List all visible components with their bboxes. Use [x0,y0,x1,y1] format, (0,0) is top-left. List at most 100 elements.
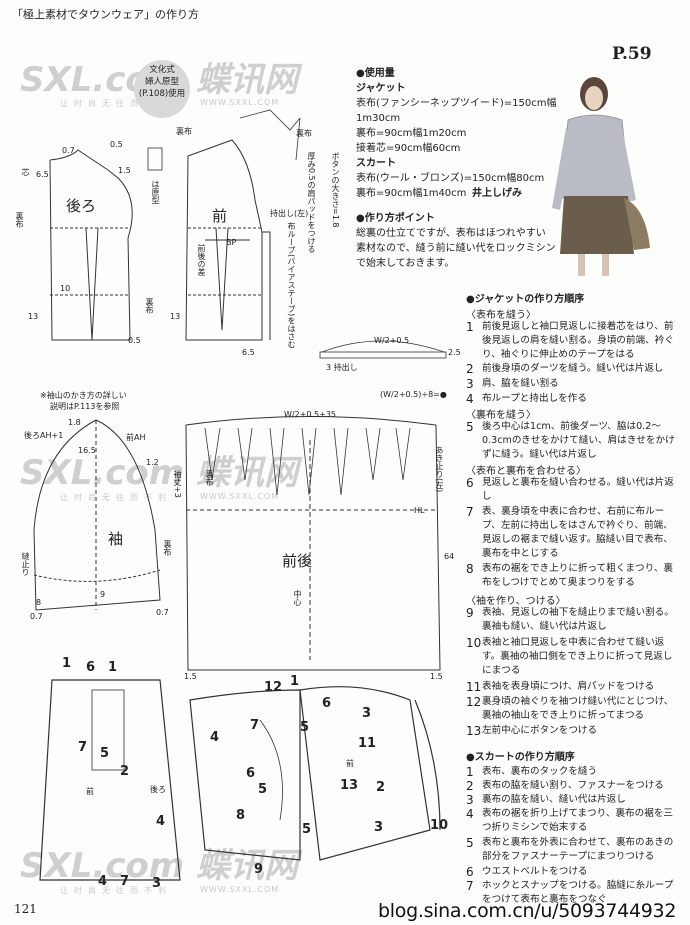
jacket-front-label: 前 [346,759,354,768]
jacket-step-4: 4 布ループと持出しを作る [466,392,680,406]
genkei-swatch [147,147,163,171]
jacket-mark-12: 12 [264,680,283,695]
skirt-outline [185,424,441,671]
sleeve-length-label: 袖丈+3 [173,470,182,498]
sleeve-piece-label: 袖 [108,530,124,548]
sode-dome-label: 縫止り [21,552,30,576]
materials-skirt-1: 表布(ウール・ブロンズ)=150cm幅80cm [356,173,545,184]
step-text: 表布の裾を折り上げてまつり、裏布の裾を三つ折りミシンで始末する [482,808,674,833]
step-text: 表、裏身頃を中表に合わせ、右前に布ループ、左前に持出しをはさんで衿ぐり、前端、見… [482,506,673,559]
jacket-mark-9: 9 [254,862,264,877]
lining-label-2: 裏布 [296,129,312,138]
jacket-mark-6a: 6 [322,696,332,711]
watermark-slogan: 让时尚无往而不利 [60,99,172,108]
step-number: 5 [466,420,474,434]
step-text: 肩、脇を縫い割る [482,378,559,389]
step-number: 7 [466,505,474,519]
folio: 121 [14,902,37,916]
bp-label: BP [226,238,237,247]
materials-line-1: 表布(ファンシーネップツイード)=150cm幅 [356,98,557,109]
genkei-label: は原型 [151,180,160,204]
step-text: 前後見返しと袖口見返しに接着芯をはり、前後見返しの肩を縫い割る。身頃の前端、衿ぐ… [482,321,674,360]
jacket-right-panel [299,686,431,861]
skirt-piece-label: 前後 [282,552,313,570]
step-text: 布ループと持出しを作る [482,393,587,404]
hl-label: HL [414,506,425,515]
step-number: 6 [466,476,474,490]
step-text: 裏布の脇を縫い、縫い代は片返し [482,794,626,805]
back-piece-label: 後ろ [66,197,97,215]
skirt-mark-7: 7 [78,740,88,755]
skirt-mark-7b: 7 [120,874,130,889]
step-number: 8 [466,562,474,576]
belt-formula-label: (W/2+0.5)÷8=● [380,390,447,399]
step-number: 2 [466,779,474,793]
skirt-back-label: 後ろ [150,785,166,794]
step-text: 表布の脇を縫い割り、ファスナーをつける [482,780,664,791]
dim-05-a: 0.5 [110,140,123,149]
points-line-3: で始末しておきます。 [356,258,455,269]
skirt-mark-4a: 4 [156,814,166,829]
step-number: 4 [466,392,474,406]
jacket-mark-10: 10 [430,818,449,833]
skirt-mark-4b: 4 [98,874,108,889]
step-number: 13 [466,724,482,738]
dim-07-c: 0.7 [156,608,169,617]
watermark-url: WWW.SXXL.COM [200,98,280,107]
jacket-mark-6b: 6 [246,766,256,781]
step-number: 1 [466,320,474,334]
dim-13-a: 13 [28,312,39,321]
step-text: 左前中心にボタンをつける [482,725,598,736]
badge-line-3: (P.108)使用 [138,89,186,99]
dim-15-c: 1.5 [430,672,443,681]
materials-line-2: 1m30cm [356,113,401,124]
step-text: 裏身頃の袖ぐりを袖つけ縫い代にとじつけ、裏袖の袖山をでき上りに折ってまつる [482,696,674,721]
watermark-logo-3: SXL.com 蝶讯网 [20,846,299,886]
skirt-order-heading: ●スカートの作り方順序 [466,752,575,763]
materials-line-4: 接着芯=90cm幅60cm [356,143,461,154]
dim-165: 16.5 [78,446,96,455]
dim-13-b: 13 [170,312,181,321]
step-number: 9 [466,606,474,620]
materials-jacket: ジャケット [356,83,406,94]
step-text: 前後身頃のダーツを縫う。縫い代は片返し [482,363,664,374]
dim-05-b: 0.5 [128,336,141,345]
jacket-step-1: 1 前後見返しと袖口見返しに接着芯をはり、前後見返しの肩を縫い割る。身頃の前端、衿… [466,320,680,362]
genkei-badge: 文化式 婦人原型 (P.108)使用 [134,60,190,118]
jacket-mark-7: 7 [250,718,260,733]
skirt-length-64: 64 [444,552,455,561]
skirt-step-2: 2 表布の脇を縫い割り、ファスナーをつける [466,779,680,793]
step-text: ホックとスナップをつける。脇縫に糸ループをつけて表布と裏布をつなぐ [482,880,674,905]
skirt-illustration [39,679,181,881]
skirt-mark-1a: 1 [62,656,72,671]
jacket-mark-5b: 5 [258,782,268,797]
blog-url: blog.sina.com.cn/u/5093744932 [378,900,677,922]
section-sleeve: 〈袖を作り、つける〉 [466,596,566,607]
materials-heading: ●使用量 [356,68,395,79]
skirt-center-label: 中心 [293,590,302,606]
sleeve-outline [33,419,161,611]
fastener-label: あき止り(左) [435,446,444,493]
lining-label-side: 裏布 [145,298,154,314]
step-text: 表布、裏布のタックを縫う [482,766,598,777]
step-text: 表袖と袖口見返しを中表に合わせて縫い返す。裏袖の袖口側をでき上りに折って見返しに… [482,637,673,676]
skirt-mark-2: 2 [120,764,130,779]
dim-65-a: 6.5 [36,170,49,179]
skirt-front-label: 前 [86,787,94,796]
step-number: 1 [466,765,474,779]
sleeve-note-2: 説明はP.113を参照 [50,402,120,411]
shoulder-pad-label: 厚み0.5の肩パッドをつける [307,152,316,253]
loop-label: 布ループ(バイアステープ)をはさむ [287,222,296,349]
lining-sleeve-label: 裏布 [163,540,172,556]
